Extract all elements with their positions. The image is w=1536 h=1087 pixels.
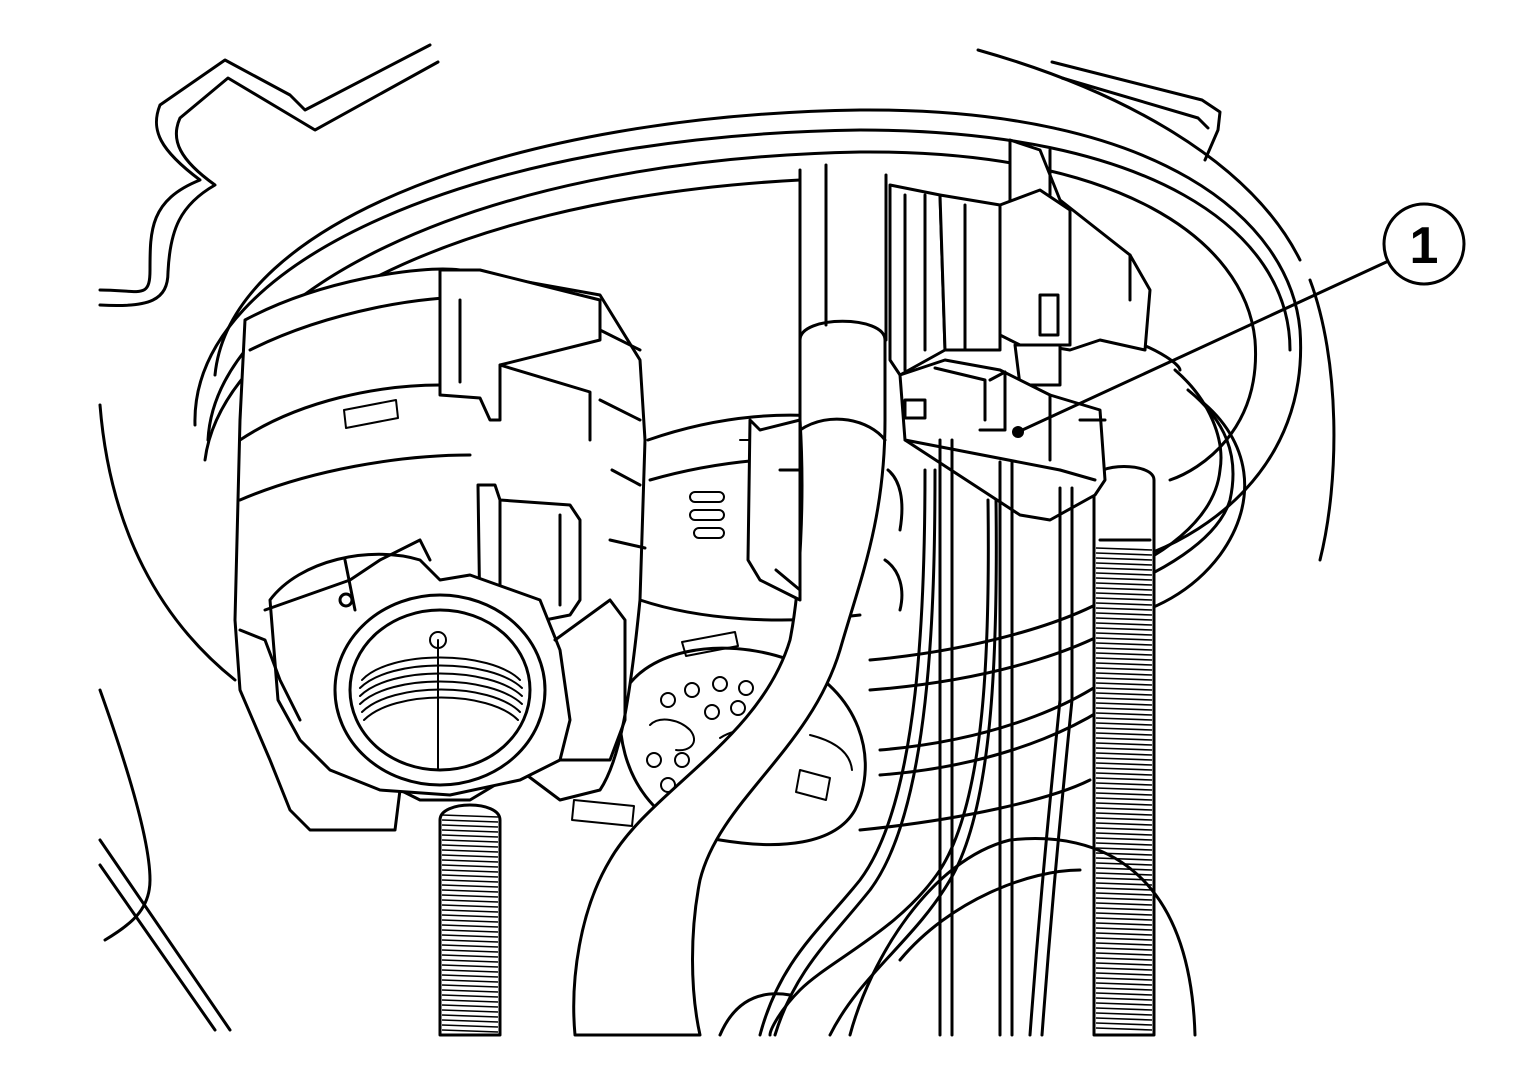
right-threaded-rod (1092, 465, 1156, 1037)
electrical-connector (888, 138, 1152, 522)
tank-housing-right (976, 48, 1336, 562)
callout-1-label: 1 (1410, 217, 1439, 275)
callout-1-circle (1382, 202, 1466, 286)
reservoir-cup (848, 837, 1197, 1037)
outlet-fitting (238, 538, 627, 797)
callout-1: 1 (1012, 202, 1466, 438)
callout-1-dot (1012, 426, 1024, 438)
tank-wall-left (98, 403, 237, 1032)
wiring-harness (718, 438, 1074, 1037)
vertical-tube (798, 163, 888, 342)
hose-bracket (746, 418, 904, 612)
fuel-feed-hose (572, 319, 887, 1037)
tank-housing-flange (98, 43, 440, 308)
left-threaded-rod (438, 803, 502, 1037)
